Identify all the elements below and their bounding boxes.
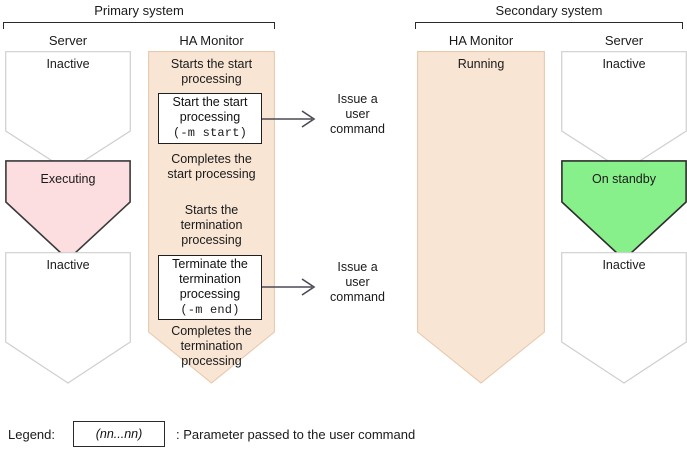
command-box-start-param: (-m start) (172, 126, 247, 140)
primary-server-segment-executing: Executing (5, 160, 131, 261)
primary-ha-step-0: Starts the start processing (148, 57, 275, 87)
primary-ha-step-3-line1: Completes the (171, 324, 252, 338)
primary-ha-step-3: Completes the termination processing (148, 324, 275, 369)
primary-server-state-label-2: Inactive (46, 258, 90, 272)
primary-ha-step-2: Starts the termination processing (148, 203, 275, 248)
command-box-end-line2: termination (179, 271, 241, 286)
legend-description: : Parameter passed to the user command (176, 427, 416, 442)
primary-server-state-label-1: Executing (40, 172, 96, 186)
primary-ha-step-1: Completes the start processing (148, 152, 275, 182)
legend-label: Legend: (8, 427, 55, 442)
command-box-end-line3: processing (179, 286, 241, 301)
callout-issue-user-command-end: Issue a user command (320, 260, 395, 305)
primary-ha-step-2-line1: Starts the (184, 203, 239, 217)
callout-issue-user-command-start: Issue a user command (320, 92, 395, 137)
primary-ha-step-3-line3: processing (181, 354, 242, 368)
primary-server-segment-inactive-bottom: Inactive (5, 252, 131, 384)
group-title-secondary: Secondary system (495, 3, 603, 18)
secondary-ha-lane: Running (417, 51, 545, 384)
secondary-server-segment-inactive-top: Inactive (561, 51, 687, 172)
secondary-ha-state-label: Running (457, 57, 505, 71)
group-bracket-secondary (415, 22, 683, 29)
primary-ha-step-0-line1: Starts the start (170, 57, 253, 71)
secondary-server-segment-standby: On standby (561, 160, 687, 261)
command-box-end[interactable]: Terminate the termination processing (-m… (158, 255, 262, 320)
arrow-issue-end-command (262, 272, 322, 302)
legend-sample-box: (nn...nn) (73, 421, 165, 447)
callout-end-line1: Issue a (337, 260, 378, 274)
primary-ha-step-0-line2: processing (181, 72, 242, 86)
primary-ha-step-3-line2: termination (180, 339, 243, 353)
column-header-secondary-ha: HA Monitor (448, 33, 514, 48)
command-box-start-line1: Start the start (172, 95, 248, 109)
arrow-issue-start-command (262, 104, 322, 134)
group-bracket-primary (3, 22, 275, 29)
command-box-end-line1: Terminate the (172, 256, 248, 271)
primary-server-state-label-0: Inactive (46, 57, 90, 71)
callout-end-line3: command (330, 290, 385, 304)
group-title-primary: Primary system (94, 3, 184, 18)
column-header-secondary-server: Server (604, 33, 644, 48)
command-box-end-param: (-m end) (180, 302, 240, 317)
callout-end-line2: user (345, 275, 370, 289)
primary-ha-step-2-line3: processing (181, 233, 242, 247)
primary-ha-step-1-line2: start processing (167, 167, 256, 181)
callout-start-line3: command (330, 122, 385, 136)
secondary-server-segment-inactive-bottom: Inactive (561, 252, 687, 384)
secondary-server-state-label-0: Inactive (602, 57, 646, 71)
column-header-primary-ha: HA Monitor (179, 33, 244, 48)
command-box-start-line2: processing (179, 110, 241, 124)
secondary-server-state-label-2: Inactive (602, 258, 646, 272)
callout-start-line1: Issue a (337, 92, 378, 106)
column-header-primary-server: Server (48, 33, 88, 48)
primary-server-segment-inactive-top: Inactive (5, 51, 131, 172)
callout-start-line2: user (345, 107, 370, 121)
secondary-server-state-label-1: On standby (592, 172, 656, 186)
primary-ha-step-2-line2: termination (180, 218, 243, 232)
primary-ha-step-1-line1: Completes the (171, 152, 252, 166)
legend-sample-text: (nn...nn) (95, 427, 143, 441)
command-box-start[interactable]: Start the start processing (-m start) (158, 93, 262, 144)
